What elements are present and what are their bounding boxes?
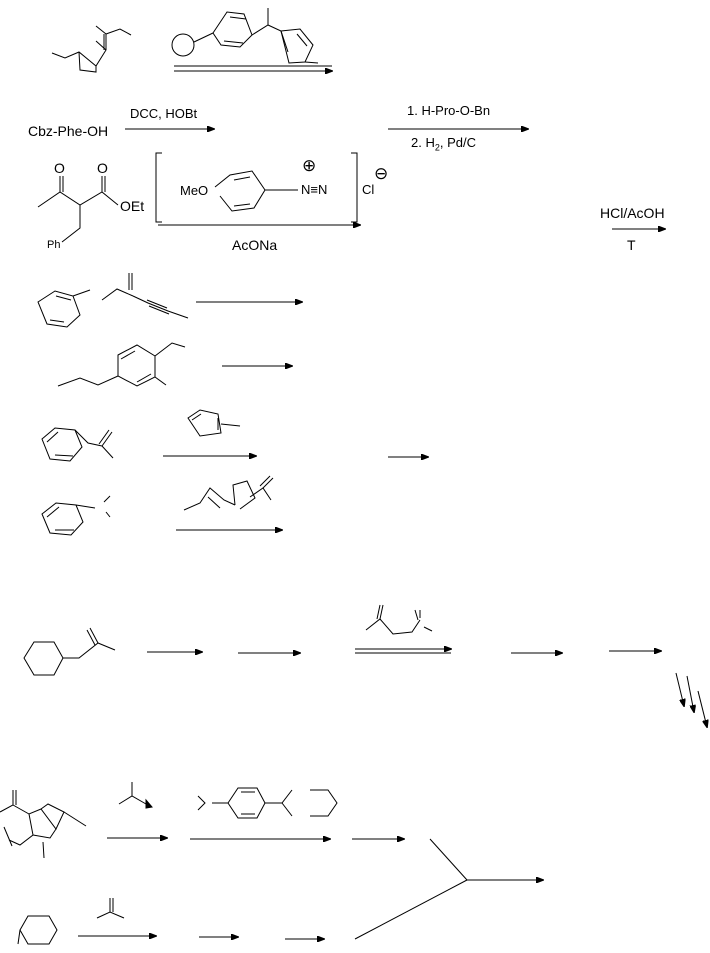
carbonyl-oxygen-1: O [54, 160, 65, 176]
phenyl-label: Ph [47, 239, 61, 251]
step-b-subscript: 2 [434, 142, 440, 153]
benzyl-enyne-structure [37, 273, 189, 328]
step-b-prefix: 2. H [411, 135, 435, 150]
aryl-cyclohexyl-reagent-structure [197, 787, 338, 819]
phenyl-fragment-structure [41, 495, 111, 536]
coupling-reagents-label: DCC, HOBt [130, 106, 198, 121]
acid-label: HCl/AcOH [600, 205, 665, 221]
thiophene-fragment-structure [51, 25, 132, 73]
polymer-bound-diarylmethane-structure [171, 8, 319, 64]
furan-structure [187, 409, 241, 437]
diazonium-label: N≡N [301, 182, 328, 197]
chloride-label: Cl [362, 182, 375, 197]
carbonyl-oxygen-2: O [97, 160, 108, 176]
methoxy-label: MeO [180, 183, 209, 198]
minus-charge: ⊖ [374, 164, 389, 183]
styrene-fragment-structure [41, 427, 114, 462]
thiophene-diene-structure [183, 475, 274, 511]
reaction-arrow-down [686, 675, 694, 712]
base-label: AcONa [232, 237, 278, 253]
convergent-branch-line [354, 879, 468, 940]
plus-charge: ⊕ [302, 156, 317, 175]
isopropylidene-reagent-structure [118, 782, 153, 809]
step-b-suffix: , Pd/C [439, 135, 476, 150]
ethyl-benzylacetoacetate-structure [37, 176, 119, 243]
reactant-label: Cbz-Phe-OH [28, 123, 109, 139]
reaction-arrow-down [697, 690, 707, 727]
cyclohexyl-alkene-structure [23, 627, 116, 676]
methallyl-reagent-structure [365, 604, 433, 635]
bicyclic-heteroarene-structure [0, 790, 87, 859]
heat-label: T [627, 237, 636, 253]
trialkylbenzene-structure [57, 342, 186, 387]
isobutylene-reagent-structure [96, 898, 125, 919]
step-b-label: 2. H2, Pd/C [411, 136, 476, 153]
convergent-branch-line [429, 838, 468, 881]
cyclohexane-structure [17, 915, 58, 945]
ester-label: OEt [120, 198, 145, 214]
reaction-arrow-down [675, 672, 684, 706]
step-a-label: 1. H-Pro-O-Bn [407, 103, 491, 118]
